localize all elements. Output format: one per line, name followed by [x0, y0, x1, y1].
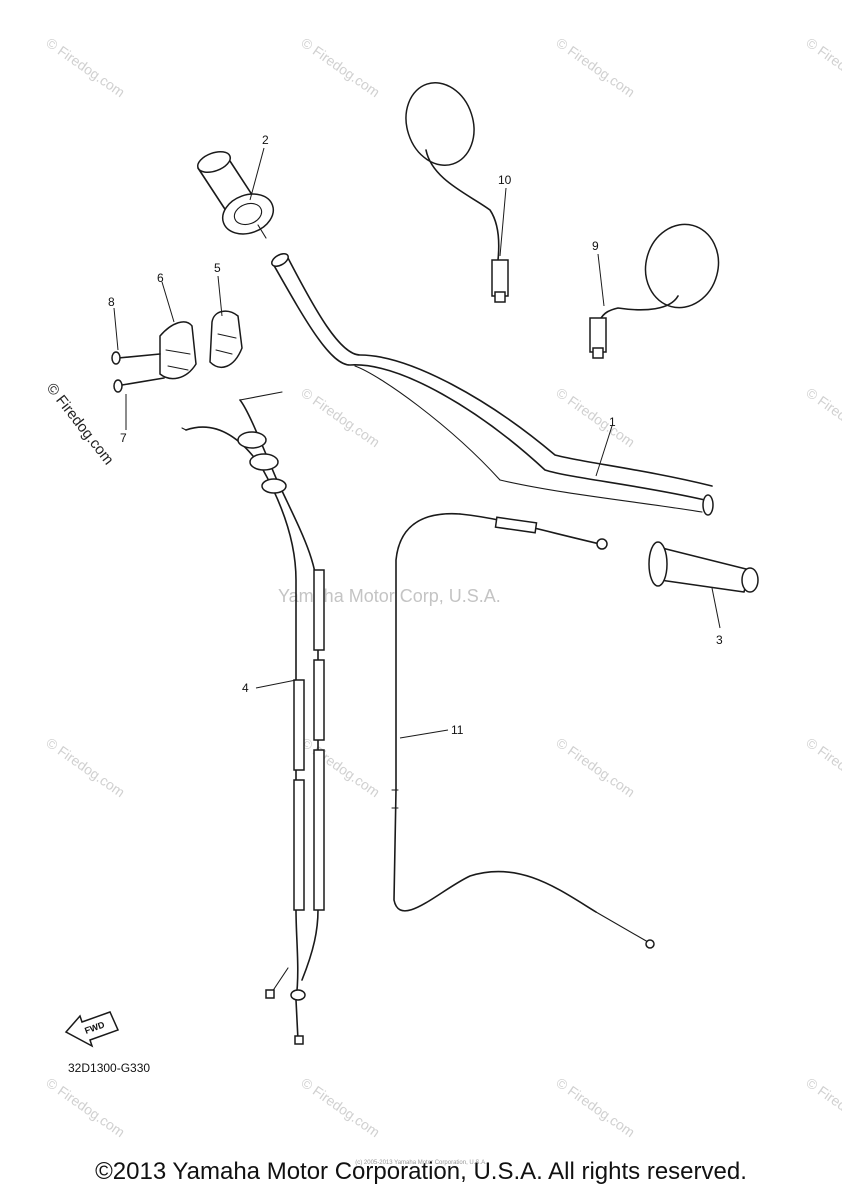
watermark-bl: © Firedog.com — [43, 1074, 128, 1140]
switch-housing-5 — [209, 310, 243, 368]
callout-6: 6 — [157, 271, 164, 285]
watermark-tc: © Firedog.com — [298, 34, 383, 100]
callout-8: 8 — [108, 295, 115, 309]
fwd-arrow-icon: FWD — [64, 1011, 120, 1048]
leader-lines — [113, 147, 721, 739]
watermark-side: © Firedog.com — [43, 380, 117, 468]
watermark-tfr: © Firedog.com — [803, 34, 842, 100]
watermark-center: Yamaha Motor Corp, U.S.A. — [278, 586, 501, 606]
callout-5: 5 — [214, 261, 221, 275]
watermark-bc: © Firedog.com — [298, 1074, 383, 1140]
watermark-lr: © Firedog.com — [553, 734, 638, 800]
watermark-lfr: © Firedog.com — [803, 734, 842, 800]
watermark-lc: © Firedog.com — [298, 734, 383, 800]
watermark-tr: © Firedog.com — [553, 34, 638, 100]
watermark-mfr: © Firedog.com — [803, 384, 842, 450]
mirror-10 — [405, 82, 509, 303]
diagram-code: 32D1300-G330 — [68, 1061, 150, 1075]
watermark-layer: © Firedog.com © Firedog.com © Firedog.co… — [43, 34, 842, 1140]
callout-10: 10 — [498, 173, 512, 187]
watermark-tl: © Firedog.com — [43, 34, 128, 100]
throttle-grip — [196, 150, 275, 239]
watermark-mr: © Firedog.com — [553, 384, 638, 450]
handlebar — [271, 253, 714, 516]
clutch-cable — [391, 512, 655, 949]
callout-7: 7 — [120, 431, 127, 445]
watermark-br: © Firedog.com — [553, 1074, 638, 1140]
watermark-ml: © Firedog.com — [298, 384, 383, 450]
watermark-bfr: © Firedog.com — [803, 1074, 842, 1140]
callout-1: 1 — [609, 415, 616, 429]
callout-11: 11 — [451, 723, 464, 737]
left-grip — [648, 541, 759, 593]
copyright-footer: ©2013 Yamaha Motor Corporation, U.S.A. A… — [95, 1158, 747, 1185]
callout-3: 3 — [716, 633, 723, 647]
callout-4: 4 — [242, 681, 249, 695]
watermark-ll: © Firedog.com — [43, 734, 128, 800]
callout-2: 2 — [262, 133, 269, 147]
mirror-9 — [589, 223, 720, 359]
screw-7 — [113, 377, 165, 393]
screw-8 — [111, 351, 161, 365]
callout-labels: 1 2 3 4 5 6 7 8 9 10 11 — [108, 133, 723, 737]
throttle-cables — [181, 391, 325, 1045]
callout-9: 9 — [592, 239, 599, 253]
tiny-copyright-note: (c) 2005-2013 Yamaha Motor Corporation, … — [355, 1160, 487, 1166]
switch-housing-6 — [159, 321, 197, 380]
